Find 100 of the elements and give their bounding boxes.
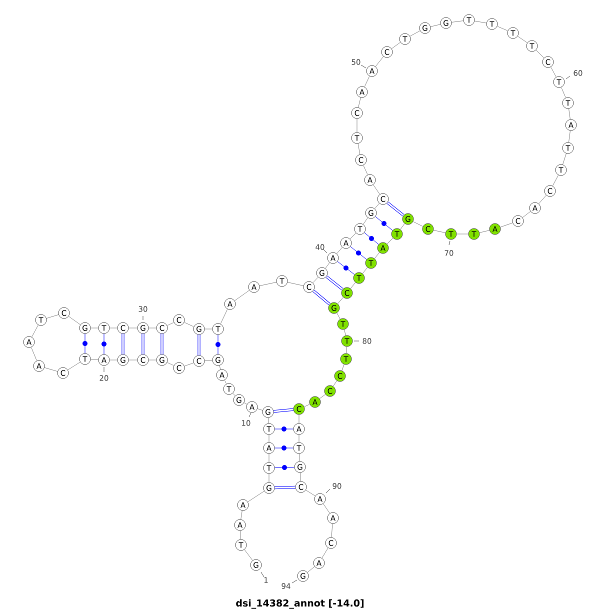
backbone-line [166,362,174,366]
backbone-line [500,222,513,228]
backbone-line [433,230,446,234]
backbone-line [342,364,344,371]
backbone-line [362,267,368,274]
backbone-line [497,26,508,31]
backbone-line [268,474,270,482]
backbone-line [350,282,356,289]
backbone-line [90,359,98,360]
backbone-line [68,316,81,325]
backbone-line [240,530,241,540]
backbone-line [257,408,263,411]
backbone-line [538,195,546,204]
base-pair-line [312,290,330,306]
backbone-line [344,329,346,336]
backbone-line [536,50,544,58]
base-pair-line [160,334,164,354]
backbone-line [364,76,370,88]
backbone-line [336,312,340,320]
backbone-line [234,290,250,301]
backbone-line [474,20,487,24]
backbone-line [363,165,368,176]
backbone-line [479,230,490,233]
backbone-line [336,247,342,254]
backbone-line [268,434,270,442]
backbone-line [232,393,236,396]
backbone-line [358,97,361,108]
backbone-line [374,203,380,209]
base-pair-line [375,216,393,231]
backbone-line [323,504,330,514]
backbone-line [220,308,228,324]
backbone-line [244,402,248,405]
backbone-line [244,549,253,561]
backbone-line [259,282,277,286]
backbone-line [298,434,300,442]
backbone-line [30,347,38,361]
backbone-line [410,30,420,36]
backbone-line [332,380,338,386]
backbone-line [350,232,356,240]
backbone-line [184,362,194,366]
base-pair-line [274,426,294,432]
backbone-line [568,108,570,120]
backbone-line [287,282,304,286]
backbone-line [68,362,80,370]
base-pair-line [386,202,404,216]
backbone-line [312,276,318,284]
backbone-line [204,328,212,330]
base-pair-line [274,408,294,413]
base-pair-line [142,334,144,354]
backbone-line [319,394,326,399]
base-pair-line [350,246,367,260]
caption: dsi_14382_annot [-14.0] [236,599,364,609]
backbone-line [517,36,528,44]
base-pair-line [337,261,355,275]
backbone-line [46,314,59,319]
backbone-line [451,20,464,23]
base-pair-line [274,465,294,470]
backbone-line [325,262,330,269]
backbone-line [331,523,333,538]
backbone-line [219,365,221,370]
backbone-line [400,223,405,230]
base-pair-line [102,334,106,354]
backbone-line [268,418,269,424]
backbone-line [386,238,394,244]
backbone-line [268,454,270,462]
backbone-line [430,24,441,27]
backbone-line [356,118,358,132]
backbone-line [240,510,242,520]
backbone-line [248,490,264,502]
base-pair-line [364,232,379,245]
backbone-line [550,66,556,78]
backbone-line [522,211,531,218]
backbone-line [32,324,38,338]
backbone-line [300,472,301,482]
backbone-line [204,360,212,361]
backbone-line [224,380,227,384]
backbone-line [184,322,194,327]
backbone-line [307,566,315,573]
backbone-line [552,174,559,186]
backbone-line [562,153,566,165]
backbone-line [44,367,58,372]
base-pair-line [82,334,88,354]
backbone-line [412,221,424,227]
backbone-line [375,56,384,67]
backbone-line [299,454,300,462]
backbone-line [373,184,380,194]
base-pair-line [274,486,296,490]
backbone-line [338,297,344,304]
backbone-line [391,42,401,49]
base-pair-line [198,334,200,356]
base-pair-line [122,334,124,354]
backbone-line [298,414,300,424]
base-pair-line [326,276,344,290]
backbone-line [568,130,570,143]
base-pair-line [216,334,220,354]
backbone-line [322,548,328,558]
backbone-line [304,404,310,407]
backbone-line [166,322,174,326]
backbone-line [374,252,380,259]
backbone-line [561,87,566,98]
